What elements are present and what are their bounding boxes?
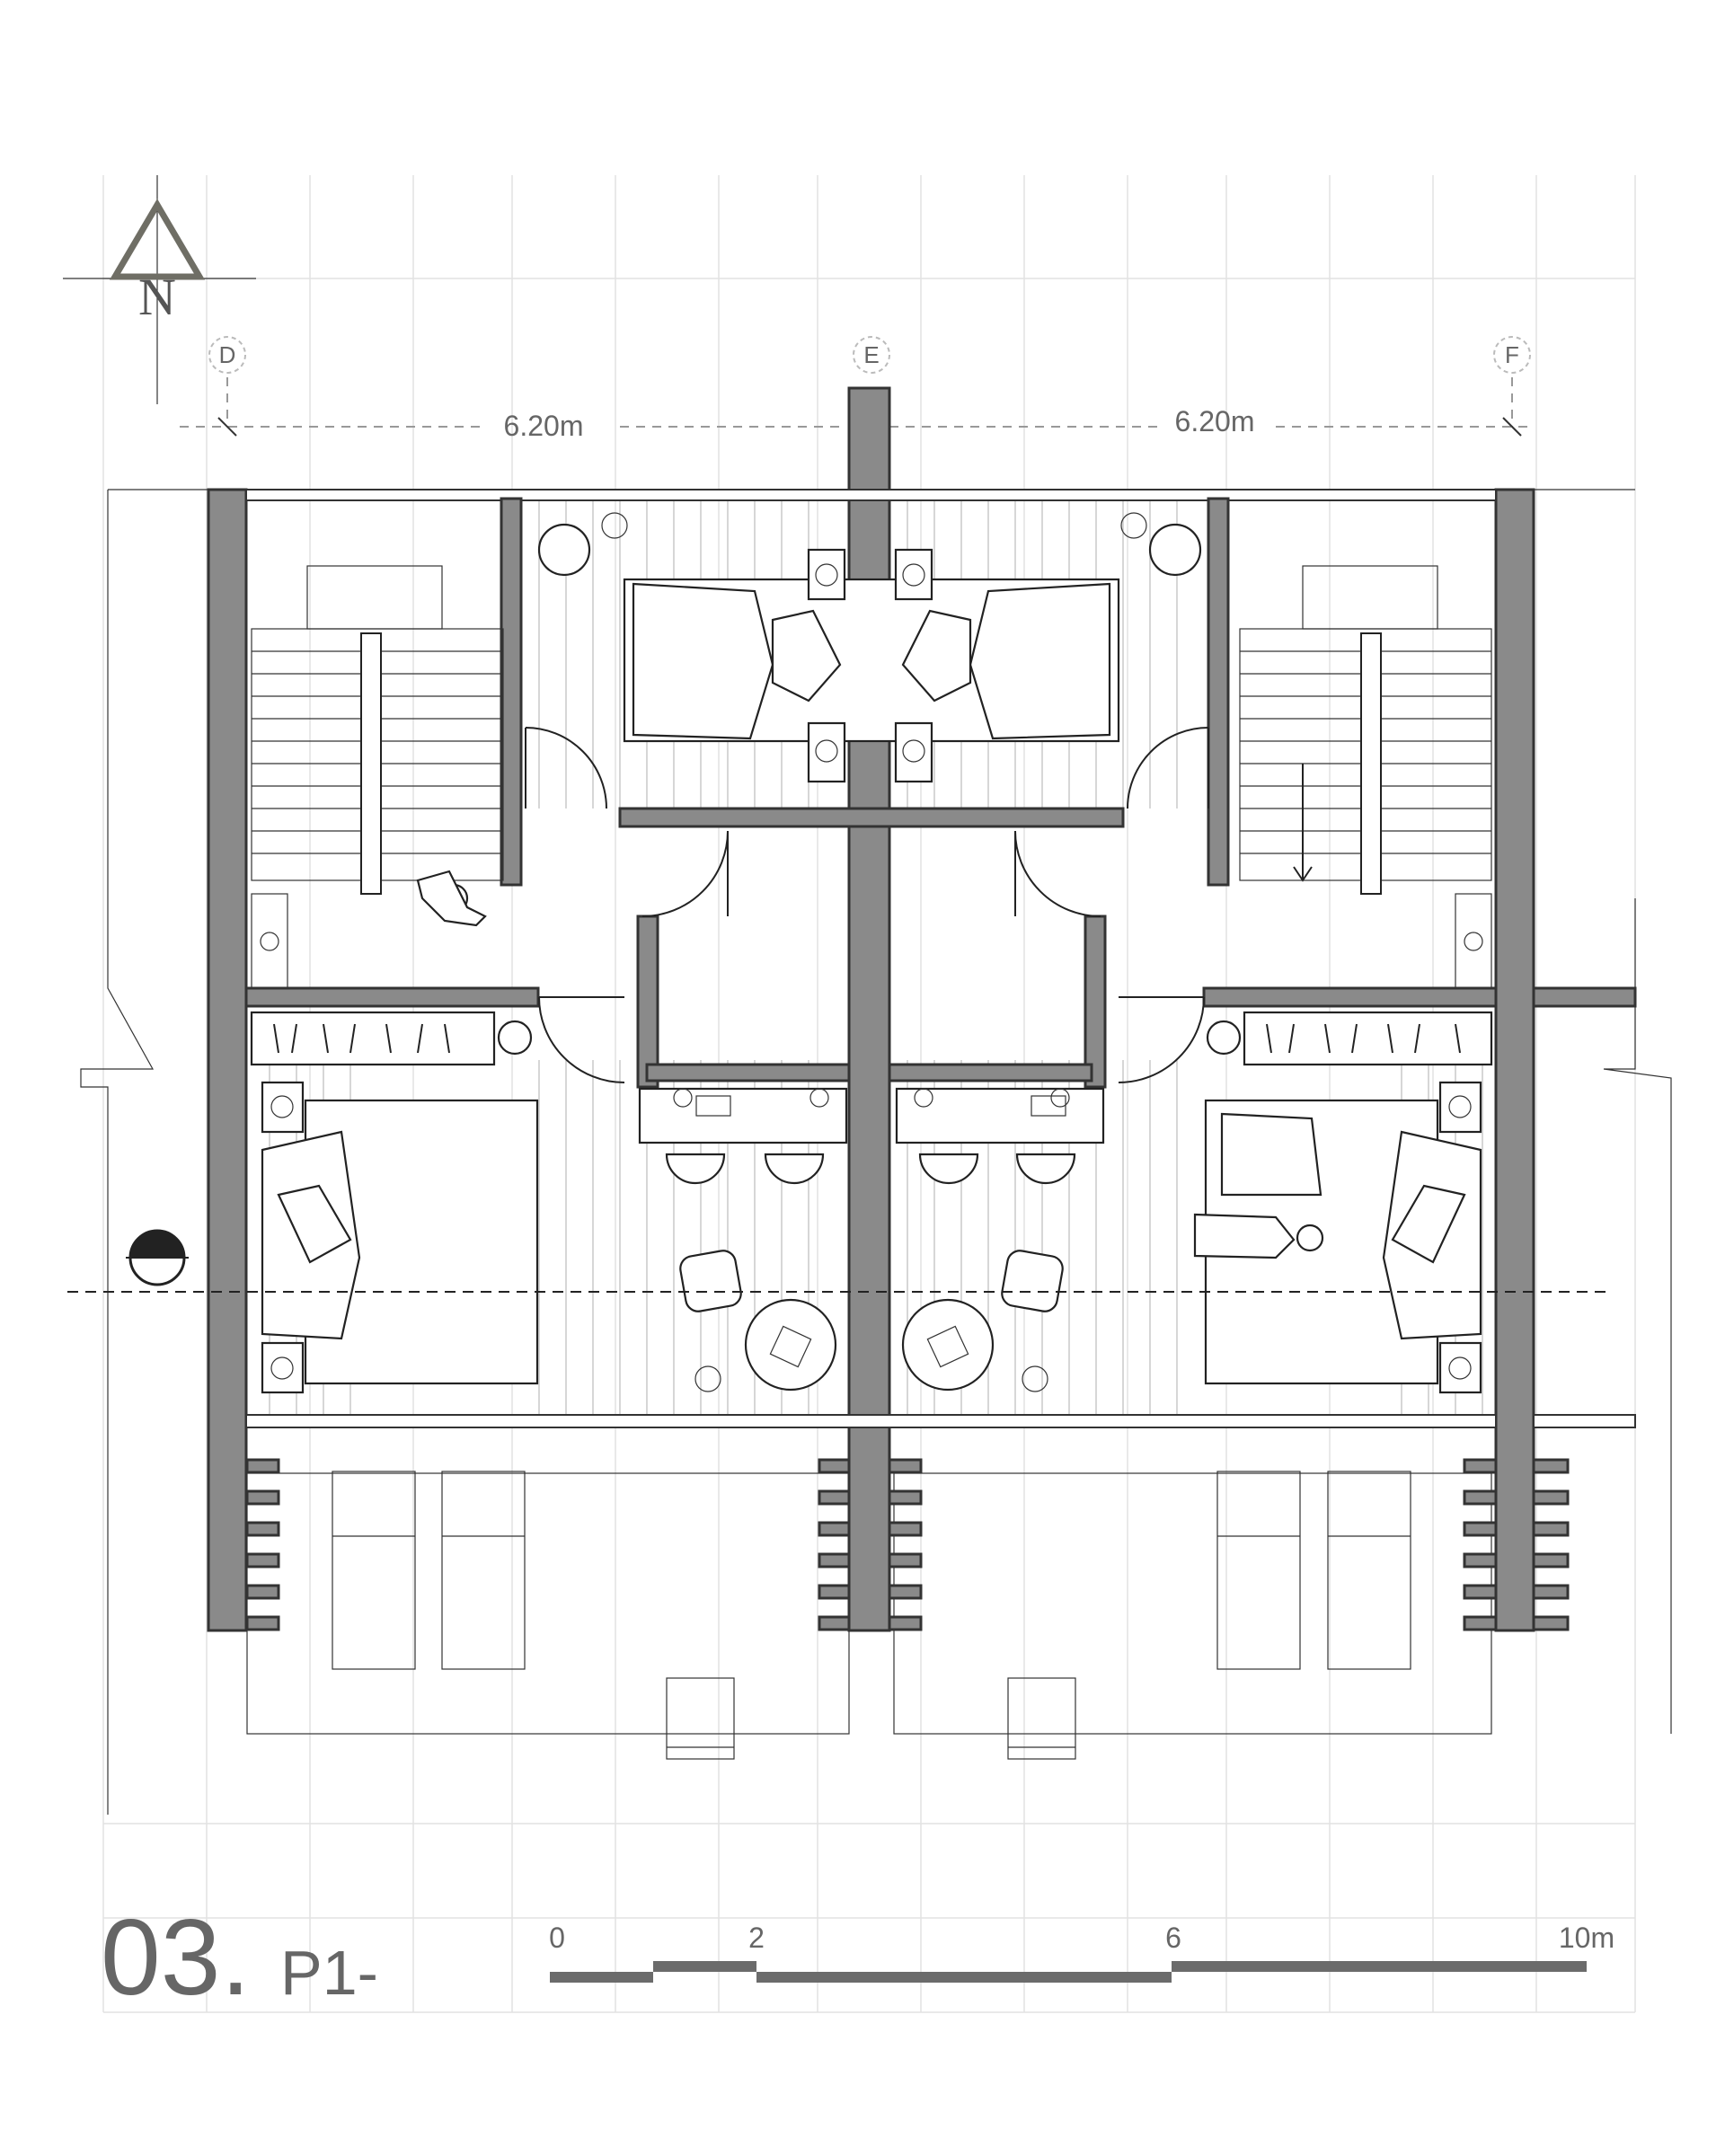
bed-upper [537, 512, 1202, 783]
title-number: 03. [101, 1897, 251, 2018]
scale-label-0: 0 [549, 1922, 565, 1954]
drawing-title: 03. P1- [101, 1897, 378, 2018]
section-cut [67, 1229, 1608, 1293]
bedroom-left [250, 1011, 848, 1394]
dimension-left: 6.20m [504, 410, 584, 442]
scale-label-6: 6 [1165, 1922, 1181, 1954]
bedroom-right [895, 1011, 1493, 1394]
axis-d-label: D [219, 341, 236, 368]
north-letter: N [138, 268, 176, 326]
axis-markers: D E F [208, 336, 1531, 427]
stairs-right [1239, 565, 1492, 989]
title-name: P1- [280, 1938, 378, 2008]
north-arrow: N [63, 175, 256, 404]
scale-bar: 0 2 6 10m [549, 1922, 1614, 1983]
background-grid [102, 175, 1636, 2013]
dimension-right: 6.20m [1175, 405, 1255, 437]
scale-label-10: 10m [1559, 1922, 1614, 1954]
terraces [245, 1458, 1570, 1760]
dimension-line: 6.20m 6.20m [180, 405, 1527, 442]
scale-label-2: 2 [748, 1922, 765, 1954]
doors [525, 727, 1209, 1083]
stairs-left [251, 565, 504, 989]
axis-e-label: E [863, 341, 879, 368]
axis-f-label: F [1505, 341, 1519, 368]
person-figure [416, 870, 487, 927]
